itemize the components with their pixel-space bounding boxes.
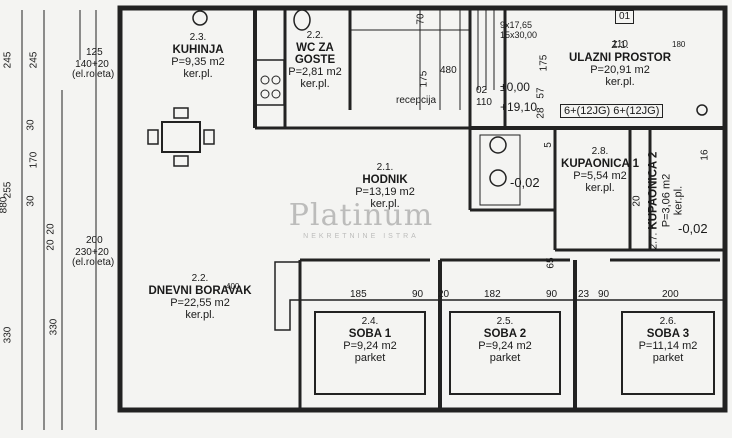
- dim-h: 23: [578, 289, 590, 300]
- room-name: WC ZA GOSTE: [294, 42, 336, 66]
- dim-v: 20: [45, 223, 57, 235]
- room-area: P=9,24 m2: [478, 340, 532, 352]
- room-name: KUHINJA: [172, 44, 224, 56]
- room-area: P=11,14 m2: [638, 340, 698, 352]
- label-stairs: 9x17,65 15x30,00: [500, 20, 538, 40]
- dim-v: 175: [538, 54, 550, 72]
- dim-v: 28: [535, 107, 547, 119]
- watermark-tagline: NEKRETNINE ISTRA: [303, 233, 419, 240]
- dim-v: 16: [699, 149, 711, 161]
- room-name: KUPAONICA 1: [561, 158, 639, 170]
- dim-v: 245: [28, 51, 40, 69]
- room-ulaz: Z.1. ULAZNI PROSTOR P=20,91 m2 ker.pl.: [550, 40, 690, 88]
- watermark: Platinum NEKRETNINE ISTRA: [286, 198, 436, 240]
- room-name: HODNIK: [362, 174, 408, 186]
- dim-h: 110: [476, 97, 492, 108]
- room-area: P=5,54 m2: [573, 170, 627, 182]
- dim-v: 70: [415, 13, 427, 25]
- level-absolute: +19,10: [500, 100, 538, 114]
- dim-h: 90: [412, 289, 424, 300]
- room-number: Z.1.: [611, 40, 629, 51]
- dim-h: 200: [86, 235, 103, 246]
- level-zero: ±0,00: [500, 80, 530, 94]
- dim-v: 30: [25, 195, 37, 207]
- room-number: 2.2.: [306, 30, 324, 41]
- room-number: 2.2.: [191, 273, 209, 284]
- room-floor: ker.pl.: [183, 68, 213, 80]
- room-floor: ker.pl.: [300, 78, 330, 90]
- room-soba-2: 2.5. SOBA 2 P=9,24 m2 parket: [455, 316, 555, 364]
- room-number: 2.5.: [496, 316, 514, 327]
- dim-v: 170: [28, 151, 40, 169]
- dim-h: 182: [484, 289, 501, 300]
- dim-v: 245: [2, 51, 14, 69]
- dim-h: 200: [662, 289, 679, 300]
- room-floor: ker.pl.: [605, 76, 635, 88]
- level-bath-1: -0,02: [510, 175, 540, 190]
- label-recepcija: recepcija: [396, 95, 437, 106]
- room-kuhinja: 2.3. KUHINJA P=9,35 m2 ker.pl.: [158, 32, 238, 80]
- dim-h: 180: [672, 40, 686, 49]
- room-floor: parket: [652, 352, 684, 364]
- dim-v: 30: [25, 119, 37, 131]
- room-number: 2.7.: [648, 232, 660, 250]
- room-name: KUPAONICA 2: [647, 151, 660, 230]
- dim-v: 880: [0, 196, 10, 214]
- room-floor: ker.pl.: [585, 182, 615, 194]
- room-wc: 2.2. WC ZA GOSTE P=2,81 m2 ker.pl.: [284, 30, 346, 90]
- room-area: P=9,35 m2: [171, 56, 225, 68]
- room-area: P=2,81 m2: [288, 66, 342, 78]
- label-roleta-2: 230+20 (el.roleta): [72, 247, 115, 268]
- dim-v: 5: [542, 142, 554, 148]
- room-number: 2.4.: [361, 316, 379, 327]
- dim-v: 175: [418, 70, 430, 88]
- room-area: P=22,55 m2: [170, 297, 230, 309]
- room-name: SOBA 1: [348, 328, 392, 340]
- dim-v: 57: [535, 87, 547, 99]
- level-bath-2: -0,02: [678, 221, 708, 236]
- room-area: P=20,91 m2: [590, 64, 650, 76]
- label-roleta-1: 140+20 (el.roleta): [72, 59, 115, 80]
- room-soba-1: 2.4. SOBA 1 P=9,24 m2 parket: [320, 316, 420, 364]
- dim-v: 65: [545, 257, 557, 269]
- watermark-brand: Platinum: [288, 198, 434, 233]
- room-floor: ker.pl.: [370, 198, 400, 210]
- outer-wall: [117, 5, 728, 413]
- room-soba-3: 2.6. SOBA 3 P=11,14 m2 parket: [622, 316, 714, 364]
- room-area: P=9,24 m2: [343, 340, 397, 352]
- room-number: 2.8.: [591, 146, 609, 157]
- room-name: DNEVNI BORAVAK: [148, 285, 252, 297]
- dim-h: 125: [86, 47, 103, 58]
- room-area: P=3,06 m2: [660, 173, 673, 228]
- room-dnevni-boravak: 2.2. DNEVNI BORAVAK P=22,55 m2 ker.pl.: [135, 273, 265, 321]
- dim-v: 20: [45, 239, 57, 251]
- dim-v: 330: [48, 318, 60, 336]
- room-number: 2.6.: [659, 316, 677, 327]
- dim-v: 330: [2, 326, 14, 344]
- room-kupaonica-1: 2.8. KUPAONICA 1 P=5,54 m2 ker.pl.: [560, 146, 640, 194]
- room-floor: ker.pl.: [185, 309, 215, 321]
- room-name: ULAZNI PROSTOR: [568, 52, 671, 64]
- note-12jg: 6+(12JG) 6+(12JG): [560, 104, 664, 118]
- room-area: P=13,19 m2: [355, 186, 415, 198]
- dim-h: 185: [350, 289, 367, 300]
- room-number: 2.1.: [376, 162, 394, 173]
- dim-h: 90: [546, 289, 558, 300]
- room-hodnik: 2.1. HODNIK P=13,19 m2 ker.pl.: [345, 162, 425, 210]
- room-floor: parket: [354, 352, 386, 364]
- dim-h: 400: [226, 282, 240, 291]
- dim-h: 20: [438, 289, 450, 300]
- label-stairs-num: 01: [615, 10, 635, 24]
- dim-v: 20: [631, 195, 643, 207]
- room-number: 2.3.: [189, 32, 207, 43]
- dim-h: 110: [612, 39, 628, 50]
- dim-h: 480: [440, 65, 457, 76]
- room-name: SOBA 2: [483, 328, 527, 340]
- room-name: SOBA 3: [646, 328, 690, 340]
- dim-h: 02: [476, 85, 488, 96]
- dim-h: 90: [598, 289, 610, 300]
- room-floor: parket: [489, 352, 521, 364]
